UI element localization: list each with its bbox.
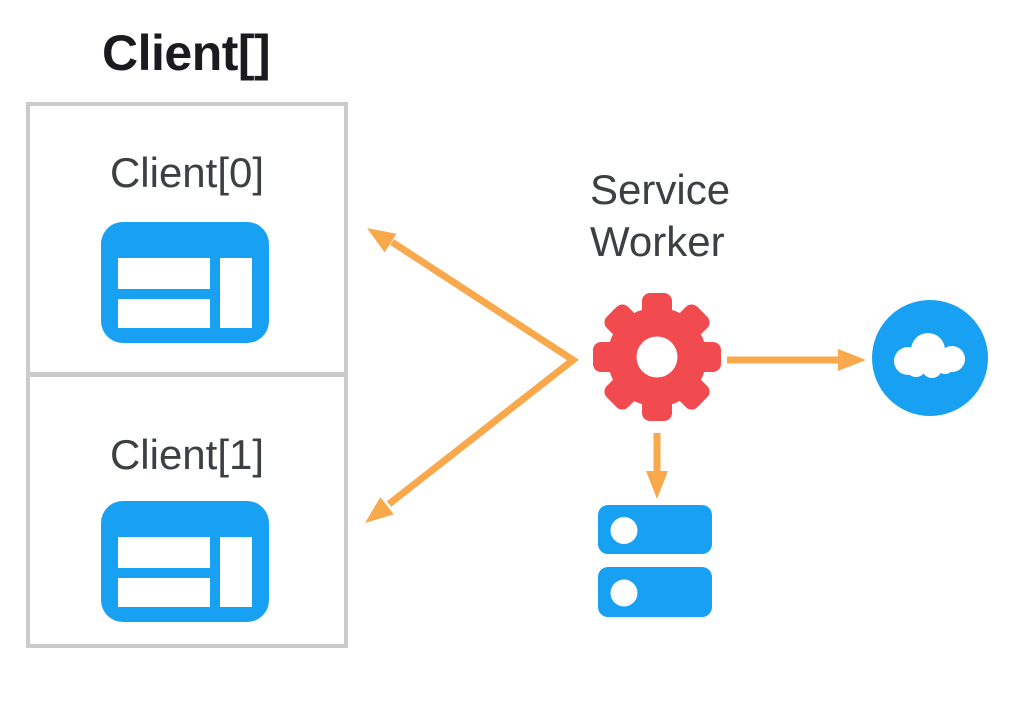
database-icon (598, 505, 712, 617)
service-worker-label: Service Worker (590, 164, 730, 268)
arrow-service-worker-to-storage (646, 433, 668, 499)
diagram-title: Client[] (102, 25, 271, 81)
cloud-icon (872, 300, 988, 416)
client-0-label: Client[0] (109, 149, 265, 196)
service-worker-label-line-2: Worker (590, 218, 725, 265)
arrow-service-worker-to-clients (365, 228, 580, 523)
gear-icon (593, 293, 721, 421)
client-1-label: Client[1] (109, 431, 265, 478)
browser-window-icon (101, 222, 269, 343)
service-worker-label-line-1: Service (590, 166, 731, 213)
clients-group-box: Client[0] Client[1] (26, 102, 348, 648)
cell-divider (26, 372, 348, 377)
browser-window-icon (101, 501, 269, 622)
arrow-service-worker-to-network (727, 349, 866, 371)
